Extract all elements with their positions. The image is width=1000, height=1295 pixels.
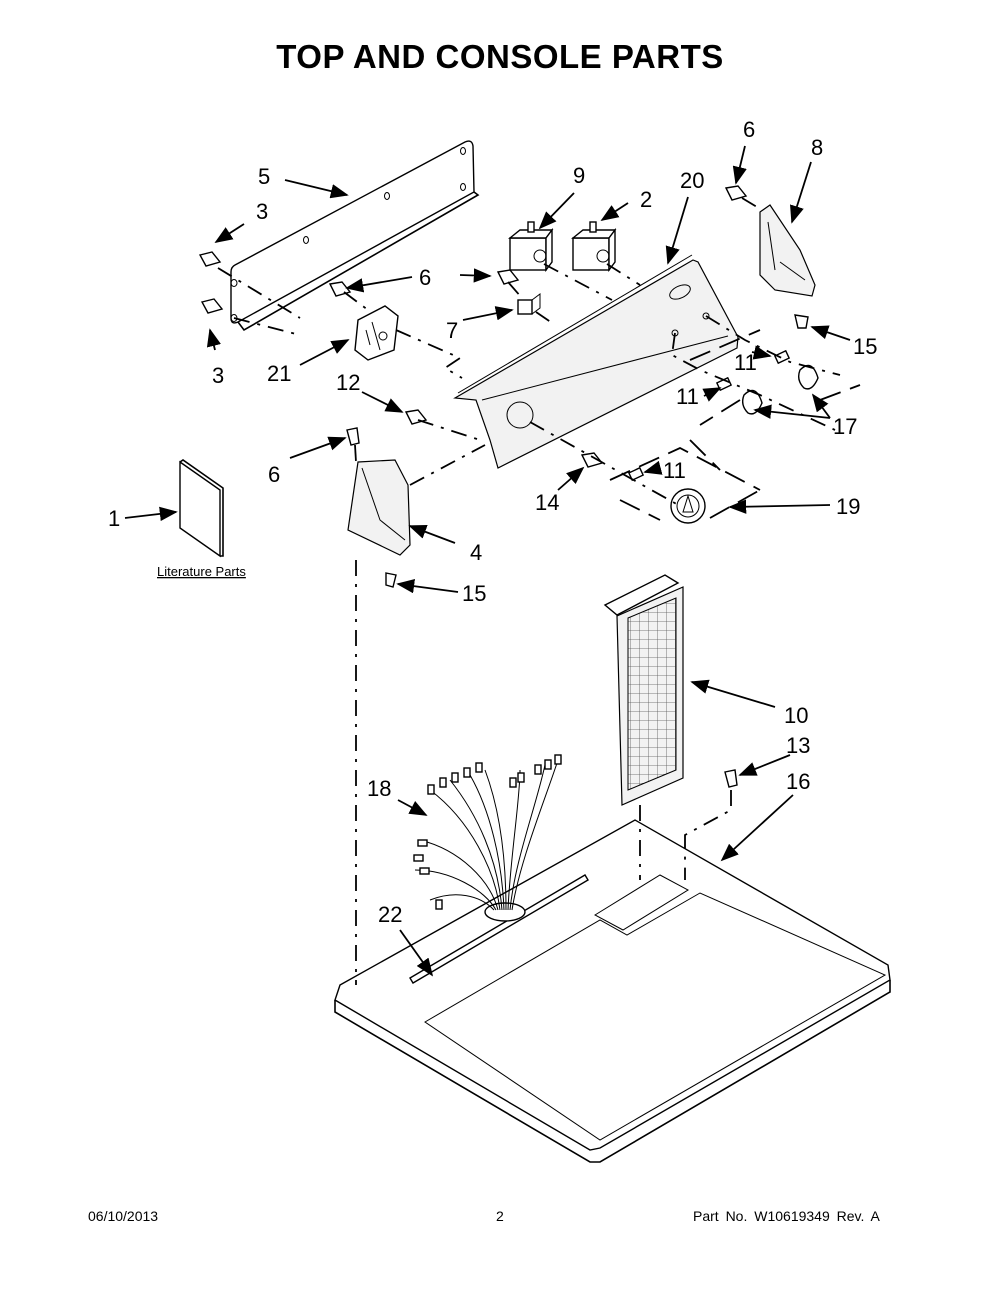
callout-11-lower: 11	[663, 458, 686, 483]
part-5-console-bracket	[230, 140, 480, 332]
assembly-lines	[217, 197, 861, 985]
part-8-end-cap	[759, 204, 816, 297]
part-21-timer	[354, 305, 399, 361]
part-20-console	[453, 254, 739, 469]
part-4-end-cap	[347, 459, 411, 556]
callout-19: 19	[836, 494, 860, 519]
footer-date: 06/10/2013	[88, 1208, 159, 1224]
callout-9: 9	[573, 163, 585, 188]
callout-21: 21	[267, 361, 291, 386]
callout-16: 16	[786, 769, 810, 794]
callout-7: 7	[446, 318, 458, 343]
part-18-wire-harness	[413, 754, 562, 911]
part-11-insert-a	[773, 349, 791, 365]
footer-page-number: 2	[496, 1208, 504, 1224]
part-11-insert-c	[627, 466, 645, 482]
literature-parts-label: Literature Parts	[157, 564, 246, 579]
callout-12: 12	[336, 370, 360, 395]
callout-3-lower: 3	[212, 363, 224, 388]
callout-6-endcap: 6	[268, 462, 280, 487]
part-13-screw	[724, 769, 738, 788]
part-3-screw-upper	[198, 251, 222, 267]
part-2-switch	[571, 221, 617, 273]
part-6-screw-endcap	[346, 427, 360, 446]
callout-8: 8	[811, 135, 823, 160]
part-15-clip-left	[385, 572, 397, 588]
part-7-connector	[517, 293, 541, 315]
leader-arrows	[124, 145, 851, 977]
page-title: TOP AND CONSOLE PARTS	[276, 38, 724, 75]
callout-3-upper: 3	[256, 199, 268, 224]
part-1-literature	[179, 459, 224, 558]
part-9-switch	[508, 221, 554, 273]
callout-20: 20	[680, 168, 704, 193]
part-6-screw-right	[724, 185, 748, 201]
callout-2: 2	[640, 187, 652, 212]
callout-11-middle: 11	[676, 384, 699, 409]
part-17-knob-upper	[797, 364, 819, 390]
callout-1: 1	[108, 506, 120, 531]
callout-labels: 5 3 3 6 7 21 12 9 2 20 6 8 15 11 11 17 1…	[108, 117, 877, 927]
callout-14: 14	[535, 490, 559, 515]
part-19-knob	[670, 488, 706, 524]
part-15-clip-right	[794, 314, 809, 329]
callout-22: 22	[378, 902, 402, 927]
callout-4: 4	[470, 540, 482, 565]
callout-5: 5	[258, 164, 270, 189]
callout-15-left: 15	[462, 581, 486, 606]
part-3-screw-lower	[200, 298, 224, 314]
callout-11-upper: 11	[734, 350, 757, 375]
part-16-top-panel	[334, 819, 891, 1163]
callout-15-right: 15	[853, 334, 877, 359]
callout-17: 17	[833, 414, 857, 439]
part-10-lint-screen	[603, 574, 684, 806]
callout-6-timer: 6	[419, 265, 431, 290]
callout-18: 18	[367, 776, 391, 801]
callout-13: 13	[786, 733, 810, 758]
callout-10: 10	[784, 703, 808, 728]
footer-part-number: Part No. W10619349 Rev. A	[693, 1208, 880, 1224]
callout-6-right: 6	[743, 117, 755, 142]
part-6-screw-console	[496, 269, 520, 285]
